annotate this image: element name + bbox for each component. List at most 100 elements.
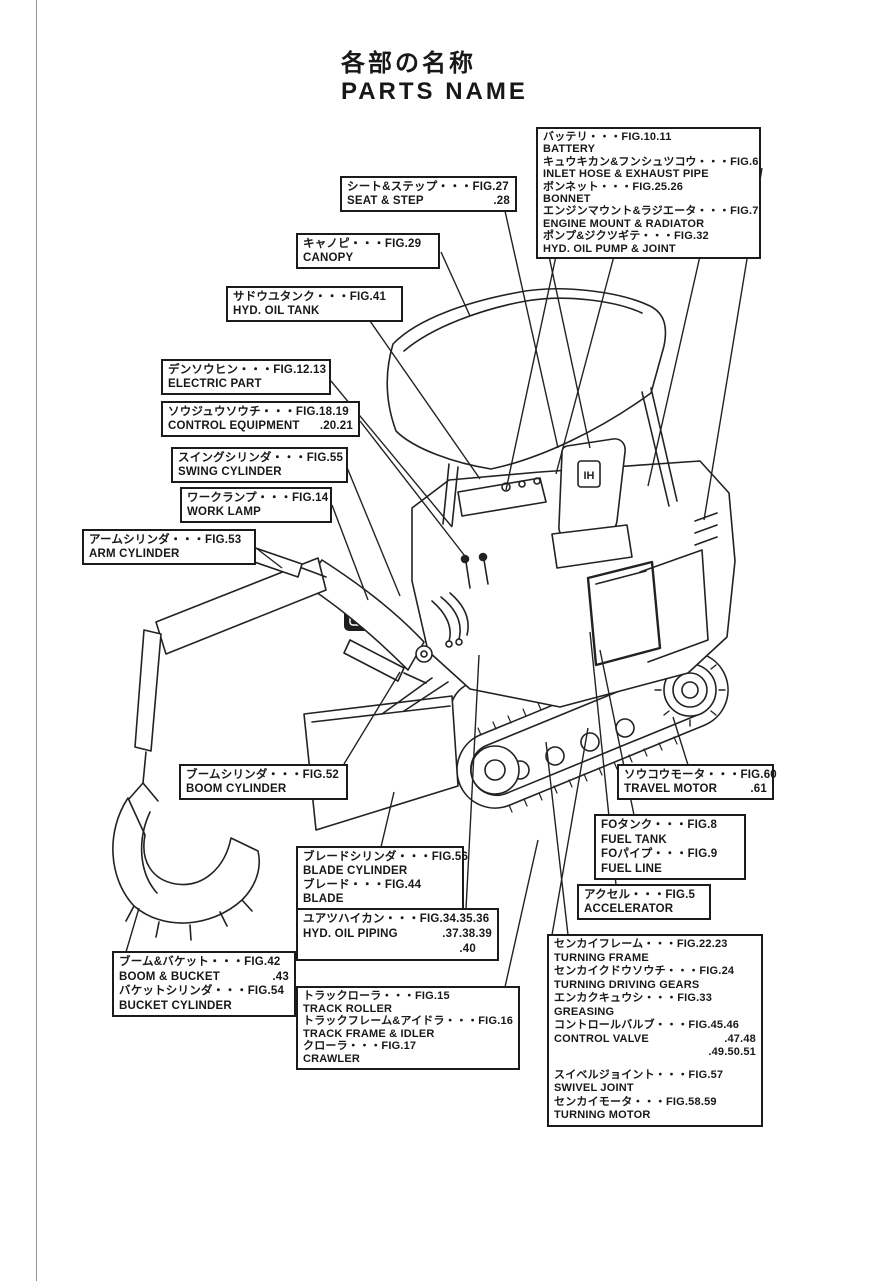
label-text: ブレードシリンダ・・・FIG.56 — [303, 851, 469, 863]
label-text: BATTERY — [543, 143, 596, 156]
callout-line: TRACK FRAME & IDLER — [303, 1028, 513, 1041]
fig-suffix: .28 — [493, 195, 510, 207]
label-text: ブーム&バケット・・・FIG.42 — [119, 956, 281, 968]
callout-line: FUEL LINE — [601, 862, 739, 877]
label-text: コントロールバルブ・・・FIG.45.46 — [554, 1019, 740, 1031]
label-text: GREASING — [554, 1005, 615, 1018]
label-text: エンカクキュウシ・・・FIG.33 — [554, 992, 713, 1004]
callout-travel-motor: ソウコウモータ・・・FIG.60 TRAVEL MOTOR.61 — [617, 764, 777, 800]
label-text: TRACK ROLLER — [303, 1002, 393, 1015]
seat-badge-frame — [577, 460, 601, 488]
callout-line: バッテリ・・・FIG.10.11 — [543, 131, 754, 143]
callout-line: HYD. OIL TANK — [233, 304, 396, 318]
label-text: スイベルジョイント・・・FIG.57 — [554, 1068, 724, 1081]
label-text: CANOPY — [303, 252, 354, 264]
label-text: TURNING DRIVING GEARS — [554, 978, 700, 991]
callout-line: スイベルジョイント・・・FIG.57 — [554, 1069, 756, 1083]
callout-line: ボンネット・・・FIG.25.26 — [543, 181, 754, 193]
label-text: BONNET — [543, 193, 591, 206]
fig-suffix: .20.21 — [319, 420, 353, 432]
vent-lines — [694, 512, 718, 546]
label-text: TRACK FRAME & IDLER — [303, 1027, 435, 1040]
label-text: BLADE CYLINDER — [303, 865, 408, 877]
callout-line: ソウジュウソウチ・・・FIG.18.19 — [168, 405, 353, 419]
track-shape — [456, 651, 729, 813]
callout-line: FOタンク・・・FIG.8 — [601, 818, 739, 833]
callout-accelerator: アクセル・・・FIG.5 ACCELERATOR — [577, 884, 711, 920]
callout-line: トラックローラ・・・FIG.15 — [303, 990, 513, 1003]
label-text: シート&ステップ・・・FIG.27 — [347, 181, 509, 193]
label-text: キャノピ・・・FIG.29 — [303, 238, 422, 250]
label-text: デンソウヒン・・・FIG.12.13 — [168, 364, 327, 376]
label-text: アームシリンダ・・・FIG.53 — [89, 534, 242, 546]
fig-suffix: .37.38.39 — [442, 928, 492, 940]
label-text: トラックローラ・・・FIG.15 — [303, 990, 450, 1002]
label-text: TURNING MOTOR — [554, 1109, 651, 1121]
callout-line: ENGINE MOUNT & RADIATOR — [543, 218, 754, 230]
callout-line: スイングシリンダ・・・FIG.55 — [178, 451, 344, 465]
callout-line: HYD. OIL PIPING.37.38.39 — [303, 927, 492, 942]
callout-line: ソウコウモータ・・・FIG.60 — [624, 768, 777, 782]
callout-line: ブレード・・・FIG.44 — [303, 878, 457, 892]
callout-control-equipment: ソウジュウソウチ・・・FIG.18.19 CONTROL EQUIPMENT .2… — [161, 401, 360, 437]
fig-suffix: .40 — [459, 943, 476, 955]
callout-line: BUCKET CYLINDER — [119, 999, 289, 1014]
canopy-rear-strut-shape — [641, 387, 678, 507]
callout-line: BONNET — [543, 193, 754, 205]
label-text: HYD. OIL PUMP & JOINT — [543, 242, 676, 255]
fig-suffix: .47.48 — [724, 1032, 756, 1045]
callout-line: HYD. OIL PUMP & JOINT — [543, 243, 754, 255]
callout-line: CONTROL VALVE.47.48 — [554, 1033, 756, 1047]
label-text: ソウコウモータ・・・FIG.60 — [624, 769, 777, 781]
fig-suffix: .43 — [272, 970, 289, 983]
callout-line: ELECTRIC PART — [168, 377, 324, 391]
callout-blade-group: ブレードシリンダ・・・FIG.56 BLADE CYLINDER ブレード・・・… — [296, 846, 468, 910]
label-text: ACCELERATOR — [584, 903, 674, 915]
callout-fuel-group: FOタンク・・・FIG.8 FUEL TANK FOパイプ・・・FIG.9 FU… — [594, 814, 746, 880]
callout-line: INLET HOSE & EXHAUST PIPE — [543, 168, 754, 180]
callout-line: ブームシリンダ・・・FIG.52 — [186, 768, 341, 782]
page-title: 各部の名称 PARTS NAME — [341, 50, 528, 106]
callout-hyd-oil-tank: サドウユタンク・・・FIG.41 HYD. OIL TANK — [226, 286, 403, 322]
label-text: FOパイプ・・・FIG.9 — [601, 848, 718, 860]
callout-line: センカイフレーム・・・FIG.22.23 — [554, 938, 756, 952]
fig-suffix: .49.50.51 — [708, 1046, 756, 1058]
label-text: センカイモータ・・・FIG.58.59 — [554, 1095, 717, 1108]
callout-line: CONTROL EQUIPMENT .20.21 — [168, 419, 353, 433]
label-text: WORK LAMP — [187, 506, 261, 518]
canopy-front-strut-shape — [442, 463, 459, 527]
callout-line: キュウキカン&フンシュツコウ・・・FIG.6 — [543, 156, 758, 168]
callout-line: BOOM CYLINDER — [186, 782, 341, 796]
label-text: FOタンク・・・FIG.8 — [601, 819, 718, 831]
control-levers-shape — [465, 559, 489, 589]
callout-seat-step: シート&ステップ・・・FIG.27 SEAT & STEP.28 — [340, 176, 517, 212]
callout-electric-part: デンソウヒン・・・FIG.12.13 ELECTRIC PART — [161, 359, 331, 395]
callout-line: シート&ステップ・・・FIG.27 — [347, 180, 510, 194]
callout-line: SEAT & STEP.28 — [347, 194, 510, 208]
label-text: BOOM CYLINDER — [186, 783, 287, 795]
label-text: ユアツハイカン・・・FIG.34.35.36 — [303, 913, 490, 925]
label-text: CONTROL EQUIPMENT — [168, 420, 300, 432]
label-text: スイングシリンダ・・・FIG.55 — [178, 452, 344, 464]
label-text: キュウキカン&フンシュツコウ・・・FIG.6 — [543, 155, 759, 168]
console-shape — [457, 477, 547, 517]
idler-shape — [470, 745, 520, 795]
callout-line: TURNING FRAME — [554, 952, 756, 966]
callout-line: センカイモータ・・・FIG.58.59 — [554, 1096, 756, 1110]
callout-crawler-group: トラックローラ・・・FIG.15 TRACK ROLLER トラックフレーム&ア… — [296, 986, 520, 1070]
label-text: BLADE — [303, 893, 344, 905]
label-text: TRAVEL MOTOR — [624, 783, 718, 795]
canopy-shape — [386, 288, 678, 527]
label-text: ポンプ&ジクツギテ・・・FIG.32 — [543, 230, 709, 243]
label-text: CRAWLER — [303, 1052, 361, 1065]
callout-line: クローラ・・・FIG.17 — [303, 1040, 513, 1053]
arm-shape — [155, 557, 327, 655]
callout-line: ワークランプ・・・FIG.14 — [187, 491, 328, 505]
callout-line: .49.50.51 — [554, 1046, 756, 1060]
label-text: バケットシリンダ・・・FIG.54 — [119, 985, 285, 997]
label-text: アクセル・・・FIG.5 — [584, 889, 696, 901]
callout-line: ユアツハイカン・・・FIG.34.35.36 — [303, 912, 492, 927]
callout-line: センカイクドウソウチ・・・FIG.24 — [554, 965, 756, 979]
label-text: FUEL TANK — [601, 833, 667, 846]
